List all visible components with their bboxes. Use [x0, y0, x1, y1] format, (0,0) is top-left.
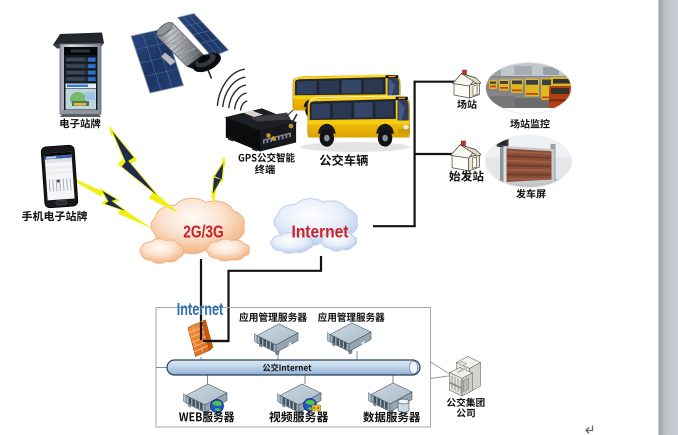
svg-text:Internet: Internet [177, 299, 224, 319]
svg-text:Internet: Internet [292, 222, 349, 242]
svg-text:2G/3G: 2G/3G [183, 222, 224, 242]
